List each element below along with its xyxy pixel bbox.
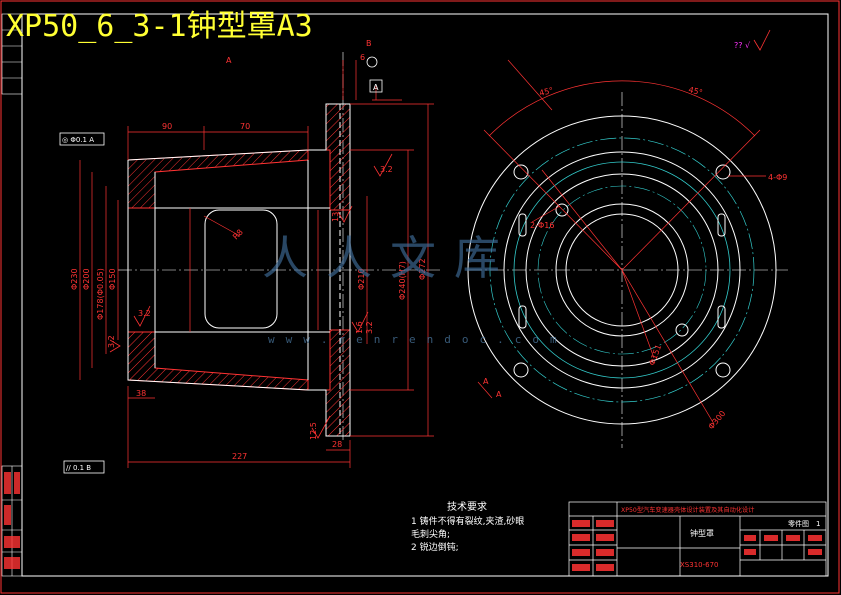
title-block-part-name: 钟型罩 <box>690 528 714 538</box>
title-block-top-text: XP50型汽车变速器壳体设计装置及其自动化设计 <box>621 506 754 514</box>
slot-window-left-low <box>518 305 527 329</box>
tech-requirement-line-2: 毛刺尖角; <box>411 530 451 540</box>
roughness-r1: 3.2 <box>380 165 393 174</box>
dim-top-90: 90 <box>162 122 172 131</box>
inner-border <box>21 13 829 577</box>
dim-bottom-28: 28 <box>332 440 342 449</box>
tolerance-frame-bottom-text: // 0.1 B <box>66 464 91 472</box>
roughness-r4: 1.6 <box>355 321 364 334</box>
slot-window-right-low <box>717 305 726 329</box>
hatch-upper-flange <box>325 103 351 211</box>
angle-arc <box>488 80 756 137</box>
dim-r8: R8 <box>231 228 245 242</box>
dim-2-phi16: 2-Φ16 <box>530 221 554 230</box>
watermark-url: www.renrendoc.com <box>268 333 568 346</box>
phi-210-circle <box>525 173 719 367</box>
dim-phi-300: Φ300 <box>707 409 728 431</box>
roughness-r6: 12.5 <box>309 422 318 440</box>
datum-circle-b <box>366 56 378 68</box>
tolerance-frame-top-text: ◎ Φ0.1 A <box>62 136 94 144</box>
angle-label-45a: 45° <box>538 86 554 98</box>
dim-4-phi9: 4-Φ9 <box>768 173 787 182</box>
bolt-hole-4 <box>715 362 731 378</box>
bolt-hole-1 <box>513 164 529 180</box>
phi-150-circle <box>555 203 689 337</box>
bolt-circle <box>489 137 755 403</box>
drawing-title: XP50_6_3-1钟型罩A3 <box>6 9 313 44</box>
left-margin-red-text <box>4 472 20 569</box>
section-dimension-lines <box>79 60 434 468</box>
roughness-r5: 3.2 <box>365 321 374 334</box>
dim-phi-230: Φ230 <box>70 268 79 290</box>
pin-hole-1 <box>555 203 569 217</box>
tech-requirement-line-3: 2 锐边倒钝; <box>411 543 459 553</box>
dim-phi-200: Φ200 <box>82 268 91 290</box>
title-block-drawing-no: XS310-670 <box>680 561 719 569</box>
tolerance-frame-bottom <box>63 460 105 474</box>
dim-bottom-227: 227 <box>232 452 247 461</box>
angle-label-45b: 45° <box>688 85 704 97</box>
dim-phi-178: Φ178(Φ0.05) <box>96 268 105 320</box>
roughness-symbols <box>109 29 771 439</box>
datum-box-a-label: A <box>373 83 379 92</box>
dim-bottom-38: 38 <box>136 389 146 398</box>
pin-circle <box>537 185 707 355</box>
phi-240-circle <box>513 161 731 379</box>
bolt-hole-2 <box>715 164 731 180</box>
tech-requirement-line-1: 1 铸件不得有裂纹,夹渣,砂眼 <box>411 517 525 527</box>
tech-requirements: 技术要求 1 铸件不得有裂纹,夹渣,砂眼 毛刺尖角; 2 锐边倒钝; <box>411 501 524 555</box>
outer-flange-circle <box>467 115 777 425</box>
datum-section-a: A <box>483 377 489 386</box>
slot-window-left <box>518 213 527 237</box>
tolerance-frame-top <box>59 132 105 146</box>
flange-inner-circle <box>503 151 741 389</box>
title-block-scale-value: 1 <box>816 520 820 528</box>
dim-m6: 6 <box>360 53 365 62</box>
dim-13: 13 <box>331 212 340 222</box>
roughness-corner: ?? √ <box>734 41 751 50</box>
dim-phi-272: Φ272 <box>418 258 427 280</box>
datum-box-a <box>369 79 383 93</box>
tech-requirements-heading: 技术要求 <box>447 502 487 513</box>
slot-window-right <box>717 213 726 237</box>
phi-200-circle <box>565 213 679 327</box>
datum-b-top: B <box>366 39 372 48</box>
datum-section-a2: A <box>496 390 502 399</box>
end-view: 45° 45° 4-Φ9 2-Φ16 Φ151 Φ300 <box>467 59 788 448</box>
title-block <box>568 501 827 577</box>
datum-a-top: A <box>226 56 232 65</box>
dim-phi-210: Φ210 <box>357 268 366 290</box>
watermark-logo: 人人文库 <box>262 231 518 285</box>
dim-phi-240: Φ240(H7) <box>398 261 407 300</box>
bolt-hole-3 <box>513 362 529 378</box>
roughness-r2: 3.2 <box>138 309 151 318</box>
title-block-red-cells <box>572 520 822 571</box>
roughness-r3: 3.2 <box>107 335 116 348</box>
title-block-scale-label: 零件图 <box>788 519 809 528</box>
dim-top-70: 70 <box>240 122 250 131</box>
dim-phi-150: Φ150 <box>108 268 117 290</box>
pin-hole-2 <box>675 323 689 337</box>
